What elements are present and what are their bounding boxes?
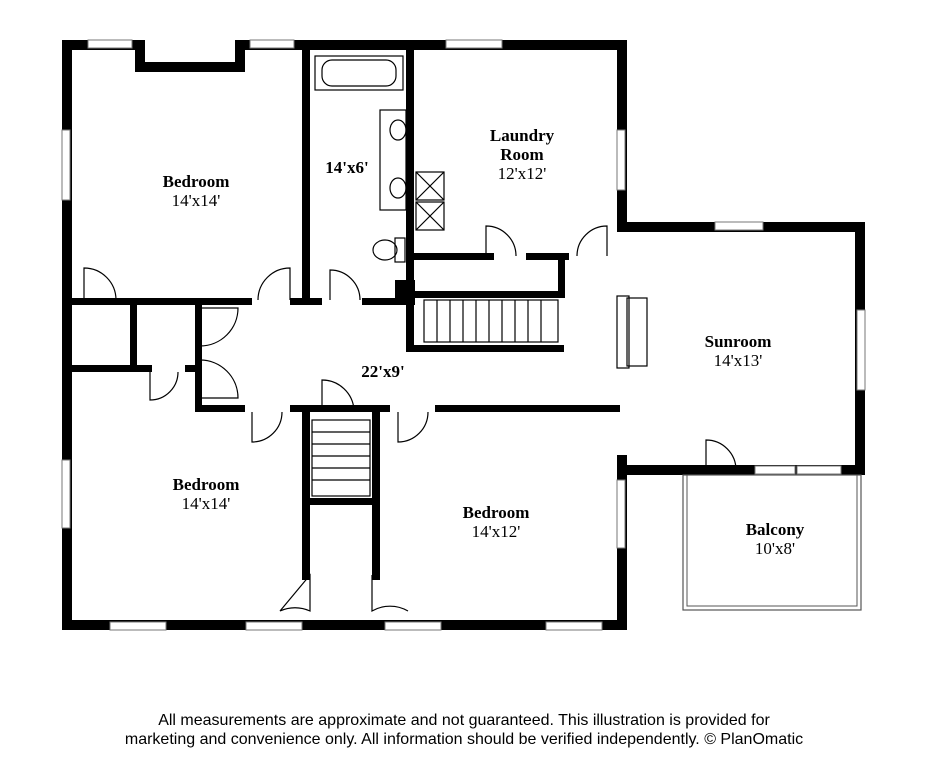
room-label-hall: 22'x9' bbox=[361, 362, 404, 381]
room-dimensions: 22'x9' bbox=[361, 362, 405, 381]
disclaimer: All measurements are approximate and not… bbox=[0, 711, 928, 749]
room-label-bath: 14'x6' bbox=[325, 158, 368, 177]
room-name: Bedroom bbox=[172, 475, 240, 494]
doors bbox=[83, 225, 737, 613]
bathtub-icon bbox=[314, 55, 404, 91]
toilet-icon bbox=[372, 237, 406, 263]
room-label-balcony: Balcony 10'x8' bbox=[746, 520, 805, 558]
fireplace-icon bbox=[616, 295, 648, 369]
room-label-laundry: Laundry Room 12'x12' bbox=[490, 126, 554, 183]
room-name: Bedroom bbox=[462, 503, 530, 522]
room-dimensions: 10'x8' bbox=[754, 539, 796, 558]
room-name: Laundry bbox=[489, 126, 555, 145]
room-label-bedroom-s: Bedroom 14'x12' bbox=[463, 503, 530, 541]
washer-dryer-icon bbox=[415, 171, 445, 231]
stairs-lower bbox=[311, 419, 371, 497]
room-dimensions: 14'x13' bbox=[713, 351, 763, 370]
stairs-upper bbox=[423, 299, 559, 343]
windows bbox=[61, 39, 866, 631]
room-dimensions: 14'x14' bbox=[171, 191, 221, 210]
balcony-outline bbox=[682, 474, 862, 611]
room-name: Bedroom bbox=[162, 172, 230, 191]
room-dimensions: 14'x6' bbox=[325, 158, 369, 177]
disclaimer-line-2: marketing and convenience only. All info… bbox=[124, 731, 804, 748]
room-label-sunroom: Sunroom 14'x13' bbox=[705, 332, 772, 370]
room-label-bedroom-sw: Bedroom 14'x14' bbox=[173, 475, 240, 513]
room-name: Sunroom bbox=[704, 332, 772, 351]
sink-icon bbox=[379, 109, 407, 211]
floor-plan bbox=[61, 39, 866, 631]
room-name: Balcony bbox=[745, 520, 805, 539]
room-label-bedroom-nw: Bedroom 14'x14' bbox=[163, 172, 230, 210]
disclaimer-line-1: All measurements are approximate and not… bbox=[158, 712, 770, 729]
room-dimensions: 14'x14' bbox=[181, 494, 231, 513]
interior-walls bbox=[72, 50, 620, 580]
room-dimensions: 14'x12' bbox=[471, 522, 521, 541]
room-dimensions: 12'x12' bbox=[497, 164, 547, 183]
room-name-line2: Room bbox=[500, 145, 544, 164]
